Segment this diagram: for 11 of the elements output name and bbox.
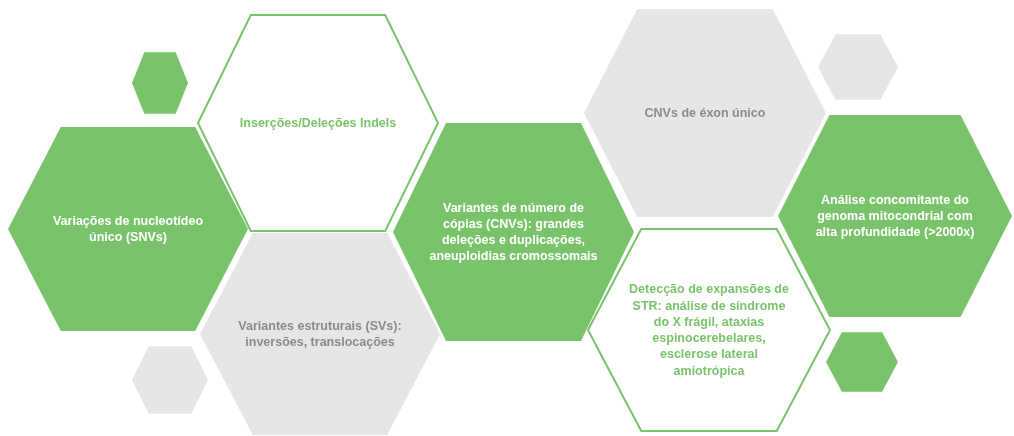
hexagon-label: Variantes estruturais (SVs): inversões, translocações — [237, 317, 403, 351]
hexagon — [132, 346, 208, 414]
hexagon — [826, 332, 898, 392]
hexagon-label: CNVs de éxon único — [644, 104, 766, 122]
hexagon-label: Detecção de expansões de STR: análise de síndrome do X frágil, ataxias espinocerebelares, esclerose lateral amiotrópica — [628, 281, 790, 379]
hexagon-label: Análise concomitante do genoma mitocondrial com alta profundidade (>2000x) — [814, 191, 976, 241]
hexagon — [818, 34, 898, 100]
hexagon-label: Variações de nucleotídeo único (SNVs) — [51, 212, 205, 246]
hexagon — [132, 52, 188, 114]
hexagon-label: Inserções/Deleções Indels — [239, 114, 397, 132]
hexagon-label: Variantes de número de cópias (CNVs): grandes deleções e duplicações, aneuploidias cromossomais — [429, 199, 598, 265]
